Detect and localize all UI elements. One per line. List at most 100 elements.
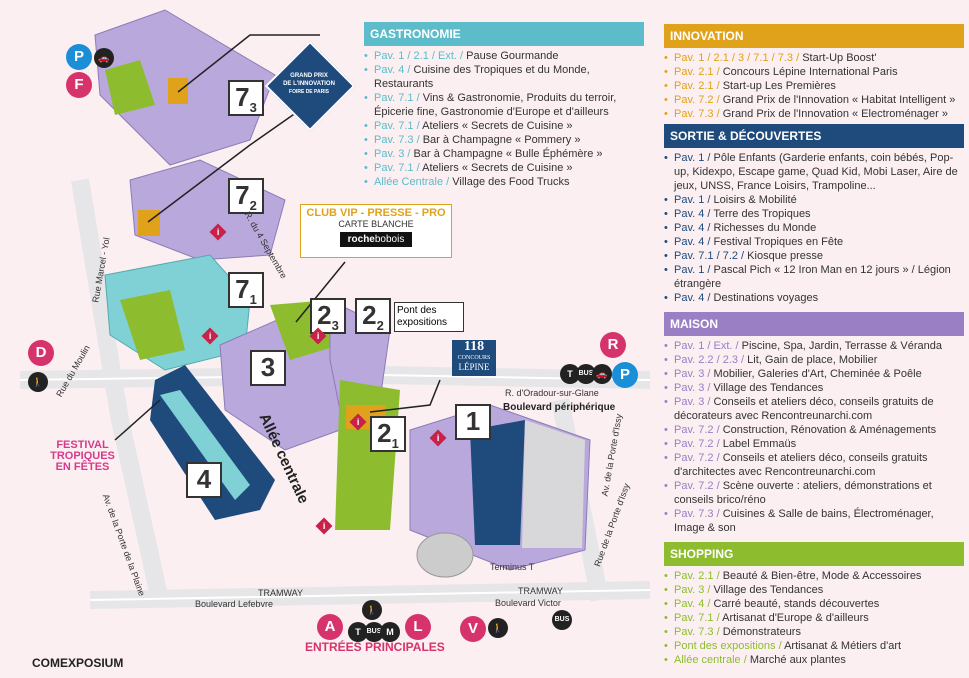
section-title-gastronomie: GASTRONOMIE [364,22,644,46]
pavilion-1-label[interactable]: 1 [455,404,491,440]
legend-item-pavilion: Pont des expositions / [674,640,785,652]
entrance-a[interactable]: A [317,614,343,640]
tramway-label: TRAMWAY [518,586,563,596]
street-oradour: R. d'Oradour-sur-Glane [505,388,599,398]
legend-item: Pav. 7.2 / Label Emmaüs [664,437,964,451]
legend-item-text: Richesses du Monde [713,222,817,234]
section-title-shopping: SHOPPING [664,542,964,566]
legend-item: Pav. 7.3 / Grand Prix de l'Innovation « … [664,107,964,121]
legend-item: Pav. 3 / Bar à Champagne « Bulle Éphémèr… [364,147,644,161]
legend-item-text: Concours Lépine International Paris [722,66,898,78]
legend-item: Pav. 4 / Richesses du Monde [664,221,964,235]
pavilion-7-3-label[interactable]: 73 [228,80,264,116]
section-title-sortie: SORTIE & DÉCOUVERTES [664,124,964,148]
legend-item: Pont des expositions / Artisanat & Métie… [664,639,964,653]
legend-item-pavilion: Pav. 3 / [374,148,414,160]
legend-item: Pav. 7.3 / Cuisines & Salle de bains, Él… [664,507,964,535]
legend-item: Pav. 7.1 / Vins & Gastronomie, Produits … [364,91,644,119]
legend-item: Pav. 7.1 / Ateliers « Secrets de Cuisine… [364,119,644,133]
legend-item: Pav. 1 / 2.1 / 3 / 7.1 / 7.3 / Start-Up … [664,51,964,65]
legend-item-pavilion: Pav. 1 / [674,264,714,276]
parking-icon[interactable]: P [66,44,92,70]
legend-item-text: Start-Up Boost' [802,52,877,64]
parking-icon[interactable]: P [612,362,638,388]
legend-gastronomie: GASTRONOMIE Pav. 1 / 2.1 / Ext. / Pause … [364,22,644,189]
legend-item-text: Mobilier, Galeries d'Art, Cheminée & Poê… [713,368,922,380]
legend-item-pavilion: Pav. 4 / [674,222,714,234]
legend-item-text: Piscine, Spa, Jardin, Terrasse & Véranda [741,340,943,352]
legend-item: Pav. 2.1 / Concours Lépine International… [664,65,964,79]
street-victor: Boulevard Victor [495,598,561,608]
entrance-l[interactable]: L [405,614,431,640]
pavilion-3-label[interactable]: 3 [250,350,286,386]
pavilion-7-2-label[interactable]: 72 [228,178,264,214]
pedestrian-icon: 🚶 [488,618,508,638]
legend-item-pavilion: Pav. 2.1 / [674,66,723,78]
legend-item-pavilion: Pav. 1 / 2.1 / 3 / 7.1 / 7.3 / [674,52,803,64]
maison-list: Pav. 1 / Ext. / Piscine, Spa, Jardin, Te… [664,339,964,535]
pavilion-2-1 [335,380,400,530]
pavilion-4-teal [160,390,250,500]
legend-item-text: Start-up Les Premières [722,80,836,92]
legend-item-text: Conseils et ateliers déco, conseils grat… [674,396,934,422]
dome [416,532,474,578]
legend-item-pavilion: Pav. 3 / [674,396,714,408]
legend-item-text: Village des Tendances [713,584,824,596]
pavilion-4-label[interactable]: 4 [186,462,222,498]
legend-item: Pav. 7.1 / 7.2 / Kiosque presse [664,249,964,263]
legend-item-text: Grand Prix de l'Innovation « Electroména… [722,108,948,120]
legend-item-text: Kiosque presse [747,250,823,262]
street-periph: Boulevard périphérique [503,402,616,413]
bus-icon: BUS [552,610,572,630]
entrees-principales: ENTRÉES PRINCIPALES [305,640,445,654]
legend-item: Pav. 2.1 / Beauté & Bien-être, Mode & Ac… [664,569,964,583]
legend-item: Pav. 1 / 2.1 / Ext. / Pause Gourmande [364,49,644,63]
legend-item-pavilion: Pav. 7.2 / [674,438,723,450]
map-drawing [19,9,651,609]
legend-item-pavilion: Pav. 7.3 / [674,108,723,120]
legend-item-text: Pause Gourmande [466,50,559,62]
pavilion-2-2-label[interactable]: 22 [355,298,391,334]
legend-item: Pav. 1 / Loisirs & Mobilité [664,193,964,207]
legend-item-text: Ateliers « Secrets de Cuisine » [422,162,573,174]
legend-item-pavilion: Pav. 7.1 / 7.2 / [674,250,748,262]
legend-item-text: Construction, Rénovation & Aménagements [722,424,937,436]
legend-item-pavilion: Pav. 3 / [674,368,714,380]
legend-item: Pav. 2.2 / 2.3 / Lit, Gain de place, Mob… [664,353,964,367]
legend-item: Pav. 7.3 / Bar à Champagne « Pommery » [364,133,644,147]
club-vip-subtitle: CARTE BLANCHE [338,219,414,229]
entrance-d[interactable]: D [28,340,54,366]
legend-item-text: Pascal Pich « 12 Iron Man en 12 jours » … [674,264,951,290]
tramway-label: TRAMWAY [258,588,303,598]
legend-sortie: SORTIE & DÉCOUVERTES Pav. 1 / Pôle Enfan… [664,124,964,305]
legend-item-text: Scène ouverte : ateliers, démonstrations… [674,480,932,506]
entrance-r[interactable]: R [600,332,626,358]
entrance-f[interactable]: F [66,72,92,98]
legend-item-pavilion: Pav. 2.1 / [674,570,723,582]
legend-item-text: Destinations voyages [713,292,819,304]
legend-item: Pav. 1 / Pôle Enfants (Garderie enfants,… [664,151,964,193]
pavilion-7-1-label[interactable]: 71 [228,272,264,308]
legend-item-pavilion: Pav. 2.1 / [674,80,723,92]
bus-icon: BUS [364,622,384,642]
legend-item-pavilion: Allée Centrale / [374,176,453,188]
legend-item-text: Village des Food Trucks [452,176,570,188]
gastronomie-list: Pav. 1 / 2.1 / Ext. / Pause GourmandePav… [364,49,644,189]
legend-item-text: Village des Tendances [713,382,824,394]
pavilion-2-1-label[interactable]: 21 [370,416,406,452]
legend-item-text: Artisanat & Métiers d'art [784,640,902,652]
shopping-list: Pav. 2.1 / Beauté & Bien-être, Mode & Ac… [664,569,964,667]
legend-item-text: Lit, Gain de place, Mobilier [747,354,878,366]
legend-item: Pav. 7.2 / Scène ouverte : ateliers, dém… [664,479,964,507]
street-lefebvre: Boulevard Lefebvre [195,599,274,609]
legend-item-pavilion: Allée centrale / [674,654,750,666]
entrance-v[interactable]: V [460,616,486,642]
club-vip-box[interactable]: CLUB VIP - PRESSE - PRO CARTE BLANCHE ro… [300,204,452,258]
pavilion-7-1-green [120,290,185,360]
legend-item-pavilion: Pav. 7.3 / [674,508,723,520]
legend-item: Pav. 3 / Conseils et ateliers déco, cons… [664,395,964,423]
legend-item: Pav. 3 / Village des Tendances [664,583,964,597]
legend-item-text: Marché aux plantes [749,654,846,666]
legend-item-text: Pôle Enfants (Garderie enfants, coin béb… [674,152,958,192]
